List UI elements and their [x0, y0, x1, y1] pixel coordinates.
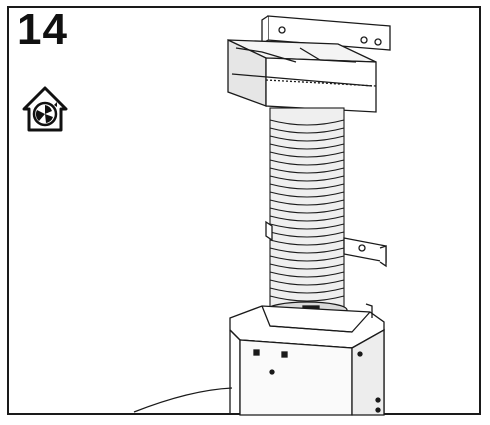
step-number: 14: [17, 5, 68, 54]
deflector-box: [227, 38, 377, 113]
wall-bracket: [265, 220, 387, 268]
hood-canopy-edge: [133, 387, 233, 413]
recirculation-house-icon: [22, 86, 68, 132]
chimney-cover: [229, 303, 385, 416]
flexible-duct: [269, 107, 345, 309]
